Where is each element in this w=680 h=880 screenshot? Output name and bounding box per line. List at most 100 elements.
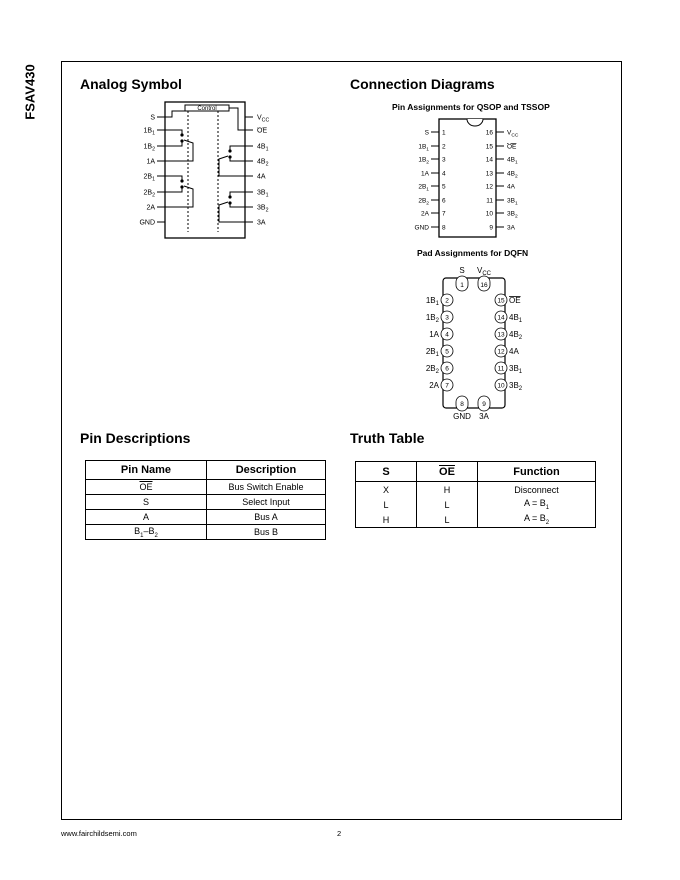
footer-url[interactable]: www.fairchildsemi.com: [61, 829, 137, 838]
qsop-pin-label: GND: [415, 224, 430, 231]
analog-right-pin-label: OE: [257, 128, 267, 135]
pin-name: B1–B2: [85, 524, 207, 540]
dqfn-pad: [440, 378, 454, 392]
qsop-pin-number: 4: [442, 170, 446, 177]
analog-right-pin-label: 4B1: [257, 144, 269, 153]
qsop-pin-label: 4B2: [507, 170, 518, 179]
dqfn-pad-number: 4: [445, 331, 449, 338]
dqfn-pad: [494, 293, 508, 307]
qsop-pin-label: 1B1: [418, 143, 429, 152]
dqfn-pad: [477, 395, 491, 412]
dqfn-pad-number: 6: [445, 365, 449, 372]
qsop-pin-label: S: [425, 129, 430, 136]
dqfn-pad-label: GND: [453, 412, 471, 421]
pin-name-header: Pin Name: [85, 460, 207, 480]
qsop-pin-label: 2A: [421, 210, 430, 217]
oe-header: OE: [439, 465, 455, 478]
qsop-pin-number: 7: [442, 210, 446, 217]
qsop-pin-number: 14: [486, 156, 494, 163]
qsop-pin-label: 3B2: [507, 210, 518, 219]
dqfn-pad-label: 4B1: [509, 313, 523, 324]
qsop-pin-label: 4B1: [507, 156, 518, 165]
table-row: A Bus A: [85, 509, 326, 525]
dqfn-pad-number: 12: [497, 348, 505, 355]
analog-right-pin-label: VCC: [257, 115, 269, 124]
dqfn-pad-label: 3B2: [509, 381, 523, 392]
analog-left-pin-label: 2B2: [144, 190, 156, 199]
dqfn-pad-label: S: [459, 266, 464, 275]
dqfn-pad-number: 10: [497, 382, 505, 389]
truth-table: S OE Function X H Disconnect L L A = B1 …: [355, 461, 596, 528]
pin-descriptions-table: Pin Name Description OE Bus Switch Enabl…: [85, 460, 326, 540]
analog-right-pin-label: 3B1: [257, 190, 269, 199]
qsop-pin-label: 3B1: [507, 197, 518, 206]
dqfn-pad: [440, 361, 454, 375]
dqfn-pad: [440, 293, 454, 307]
analog-left-pin-label: 1A: [146, 159, 155, 166]
dqfn-pad-label: 1B1: [426, 296, 440, 307]
dqfn-pad: [494, 378, 508, 392]
qsop-pin-number: 11: [486, 197, 493, 204]
dqfn-pad-label: 2B1: [426, 347, 440, 358]
truth-table-heading: Truth Table: [350, 430, 425, 446]
dqfn-pad-number: 8: [460, 401, 464, 408]
dqfn-pad-number: 16: [480, 282, 488, 289]
dqfn-pad-number: 13: [497, 331, 505, 338]
page-number: 2: [337, 829, 342, 838]
qsop-notch: [466, 118, 484, 127]
qsop-pin-label: 2B1: [418, 183, 429, 192]
dqfn-pad: [494, 361, 508, 375]
dqfn-pad: [494, 310, 508, 324]
qsop-title: Pin Assignments for QSOP and TSSOP: [392, 102, 550, 112]
dqfn-pad-label: 2A: [429, 381, 439, 390]
dqfn-pad: [494, 327, 508, 341]
s-header: S: [355, 461, 417, 482]
pin-description: Bus A: [206, 509, 326, 525]
qsop-pin-label: 1B2: [418, 156, 429, 165]
dqfn-pad-label: VCC: [477, 266, 492, 277]
table-row: OE Bus Switch Enable: [85, 479, 326, 495]
dqfn-pad-label: 1B2: [426, 313, 440, 324]
dqfn-pad: [440, 344, 454, 358]
page-frame: [61, 61, 622, 820]
dqfn-pad-number: 5: [445, 348, 449, 355]
table-row: H L A = B2: [355, 512, 596, 528]
dqfn-pad-label: 3A: [479, 412, 489, 421]
analog-left-pin-label: 1B2: [144, 144, 156, 153]
dqfn-title: Pad Assignments for DQFN: [417, 248, 529, 258]
dqfn-pad-label: 4B2: [509, 330, 523, 341]
dqfn-pad-number: 14: [497, 314, 505, 321]
qsop-pin-number: 13: [486, 170, 494, 177]
dqfn-package-body: [442, 277, 506, 409]
pin-descriptions-heading: Pin Descriptions: [80, 430, 191, 446]
table-row: X H Disconnect: [355, 481, 596, 497]
analog-right-pin-label: 3B2: [257, 205, 269, 214]
dqfn-pad-label: 4A: [509, 347, 519, 356]
pin-description: Select Input: [206, 494, 326, 510]
qsop-pin-number: 9: [489, 224, 493, 231]
table-row: S Select Input: [85, 494, 326, 510]
qsop-pin-number: 3: [442, 156, 446, 163]
dqfn-pad-number: 3: [445, 314, 449, 321]
pin-name: S: [85, 494, 207, 510]
analog-right-pin-label: 4A: [257, 174, 266, 181]
qsop-pin-number: 1: [442, 129, 446, 136]
function-header: Function: [477, 461, 596, 482]
connection-diagrams-heading: Connection Diagrams: [350, 76, 495, 92]
analog-left-pin-label: 1B1: [144, 128, 156, 137]
dqfn-pad-number: 9: [482, 401, 486, 408]
dqfn-pad-label: 3B1: [509, 364, 523, 375]
dqfn-pad: [455, 395, 469, 412]
analog-left-pin-label: 2B1: [144, 174, 156, 183]
pin-name: OE: [139, 482, 153, 492]
dqfn-pad: [494, 344, 508, 358]
analog-right-pin-label: 3A: [257, 220, 266, 227]
qsop-pin-number: 5: [442, 183, 446, 190]
pin-description: Bus B: [206, 524, 326, 540]
qsop-pin-label: 2B2: [418, 197, 429, 206]
pin-description: Bus Switch Enable: [206, 479, 326, 495]
dqfn-pad-number: 15: [497, 297, 505, 304]
